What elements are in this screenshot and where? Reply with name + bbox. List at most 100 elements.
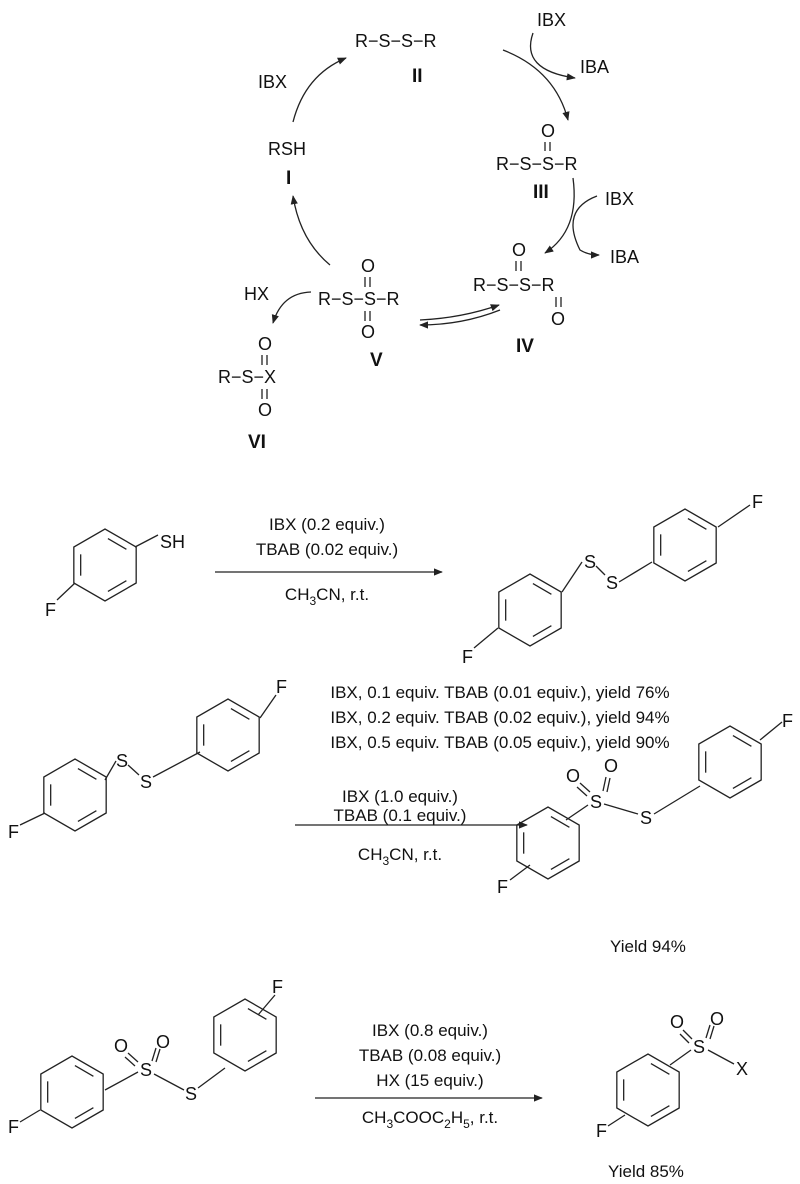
bond	[669, 1049, 692, 1066]
reagent-hx: HX	[244, 284, 269, 304]
compound-IV-label: IV	[516, 336, 534, 357]
bond	[56, 582, 76, 601]
condition-line: IBX (1.0 equiv.)	[342, 787, 458, 806]
fluorine-label: F	[462, 647, 473, 667]
catalytic-cycle: R−S−S−R II O R−S−S−R III O R−S−S−R O IV …	[218, 10, 639, 453]
benzene-ring	[73, 528, 137, 602]
yield-label: Yield 85%	[608, 1162, 684, 1181]
aromatic-double-bond	[687, 560, 707, 572]
condition-line: TBAB (0.1 equiv.)	[334, 806, 467, 825]
benzene-ring	[516, 806, 580, 880]
bond	[565, 804, 589, 821]
bond	[134, 534, 159, 548]
fluorine-label: F	[8, 1117, 19, 1137]
reaction-1: SH F IBX (0.2 equiv.) TBAB (0.02 equiv.)…	[45, 492, 763, 752]
condition-line: IBX (0.2 equiv.)	[269, 515, 385, 534]
benzene-ring	[43, 758, 107, 832]
compound-IV-oxygen-top: O	[512, 240, 526, 260]
double-bond	[155, 1048, 161, 1063]
bond	[104, 1071, 139, 1091]
bond	[561, 561, 583, 593]
aromatic-double-bond	[77, 810, 97, 822]
fluorine-label: F	[596, 1121, 607, 1141]
condition-line: TBAB (0.02 equiv.)	[256, 540, 398, 559]
sulfur-label: S	[640, 808, 652, 828]
compound-VI-label: VI	[248, 432, 266, 453]
bond	[707, 1049, 735, 1065]
bond	[595, 565, 606, 576]
solvent-label: CH3CN, r.t.	[358, 845, 442, 868]
sulfur-label: S	[116, 751, 128, 771]
benzene-ring	[653, 508, 717, 582]
double-bond	[705, 1024, 711, 1039]
sulfur-label: S	[140, 1060, 152, 1080]
bond	[509, 864, 531, 881]
equilibrium-arrow-backward	[419, 309, 501, 329]
arrow-V-to-VI	[271, 291, 312, 324]
double-bond	[682, 1029, 693, 1040]
result-line: IBX, 0.5 equiv. TBAB (0.05 equiv.), yiel…	[330, 733, 669, 752]
arrow-ibx-to-iba-2	[572, 195, 600, 259]
aromatic-double-bond	[77, 768, 97, 780]
sulfur-label: S	[584, 552, 596, 572]
compound-II-label: II	[412, 66, 423, 87]
bond	[607, 1114, 626, 1127]
fluorine-label: F	[272, 977, 283, 997]
reagent-ibx-2: IBX	[537, 10, 566, 30]
bond	[603, 803, 639, 815]
compound-VI-oxygen-bottom: O	[258, 400, 272, 420]
aromatic-double-bond	[107, 538, 127, 550]
bond	[618, 561, 653, 583]
yield-label: Yield 94%	[610, 937, 686, 956]
bond	[197, 1067, 226, 1089]
compound-III-label: III	[533, 182, 549, 203]
condition-line: TBAB (0.08 equiv.)	[359, 1046, 501, 1065]
result-line: IBX, 0.1 equiv. TBAB (0.01 equiv.), yiel…	[330, 683, 669, 702]
sulfur-label: S	[693, 1037, 705, 1057]
oxygen-label: O	[156, 1032, 170, 1052]
double-bond	[124, 1056, 136, 1067]
compound-I-label: I	[286, 168, 291, 189]
aromatic-double-bond	[732, 735, 752, 747]
aromatic-double-bond	[107, 580, 127, 592]
double-bond	[679, 1033, 690, 1044]
condition-line: HX (15 equiv.)	[376, 1071, 483, 1090]
bond	[259, 694, 277, 719]
x-group-label: X	[736, 1059, 748, 1079]
aromatic-double-bond	[687, 518, 707, 530]
fluorine-label: F	[276, 677, 287, 697]
fluorine-label: F	[497, 877, 508, 897]
aromatic-double-bond	[650, 1063, 670, 1075]
aromatic-double-bond	[650, 1105, 670, 1117]
byproduct-iba-3: IBA	[610, 247, 639, 267]
reaction-3: O O S S F F IBX (0.8 equiv.) TBAB (0.08 …	[8, 977, 748, 1181]
aromatic-double-bond	[230, 708, 250, 720]
sulfur-label: S	[590, 792, 602, 812]
reaction-2: S S F F IBX (1.0 equiv.) TBAB (0.1 equiv…	[8, 677, 793, 956]
bond	[473, 627, 499, 649]
aromatic-double-bond	[230, 750, 250, 762]
aromatic-double-bond	[550, 816, 570, 828]
arrow-I-to-II	[292, 57, 347, 123]
equilibrium-arrow-forward	[419, 304, 500, 321]
bond	[152, 751, 201, 778]
compound-V-formula: R−S−S−R	[318, 289, 400, 309]
compound-VI-formula: R−S−X	[218, 367, 276, 387]
reagent-ibx-1: IBX	[258, 72, 287, 92]
aromatic-double-bond	[74, 1107, 94, 1119]
bond	[653, 785, 701, 815]
result-line: IBX, 0.2 equiv. TBAB (0.02 equiv.), yiel…	[330, 708, 669, 727]
sulfur-label: S	[606, 573, 618, 593]
double-bond	[127, 1052, 139, 1063]
double-bond	[606, 777, 611, 793]
oxygen-label: O	[566, 766, 580, 786]
oxygen-label: O	[670, 1012, 684, 1032]
byproduct-iba-2: IBA	[580, 57, 609, 77]
compound-V-label: V	[370, 350, 383, 371]
aromatic-double-bond	[532, 625, 552, 637]
thiol-sh: SH	[160, 532, 185, 552]
bond	[257, 994, 276, 1016]
bond	[153, 1073, 185, 1091]
compound-V-oxygen-bottom: O	[361, 322, 375, 342]
